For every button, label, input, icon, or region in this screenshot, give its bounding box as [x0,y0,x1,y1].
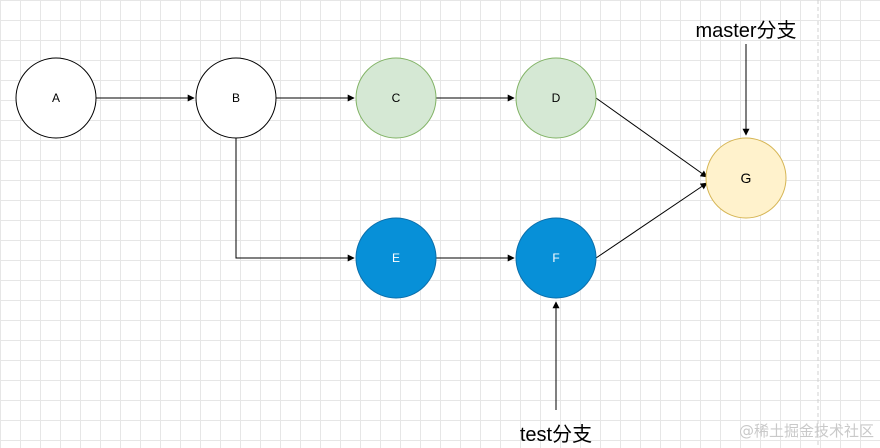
commit-label-f: F [552,251,559,265]
commit-circle-e [355,217,437,299]
commit-node-f: F [515,217,597,299]
commit-node-b: B [195,57,277,139]
commit-circle-a [15,57,97,139]
edge-f-g [595,182,708,259]
commit-node-d: D [515,57,597,139]
commit-circle-c [355,57,437,139]
commit-circle-b [195,57,277,139]
commit-label-b: B [232,91,240,105]
commit-node-c: C [355,57,437,139]
commit-circle-d [515,57,597,139]
commit-node-e: E [355,217,437,299]
master-branch-label: master分支 [695,19,796,42]
commit-circle-f [515,217,597,299]
test-branch-label: test分支 [520,423,592,446]
watermark-text: @稀土掘金技术社区 [739,422,874,440]
commit-label-c: C [392,91,401,105]
edge-d-g [595,97,708,178]
edge-b-e [235,138,355,262]
commit-label-a: A [52,91,60,105]
commit-label-e: E [392,251,400,265]
commit-label-g: G [741,170,752,186]
commit-label-d: D [552,91,561,105]
commit-circle-g [705,137,787,219]
commit-node-a: A [15,57,97,139]
commit-node-g: G [705,137,787,219]
